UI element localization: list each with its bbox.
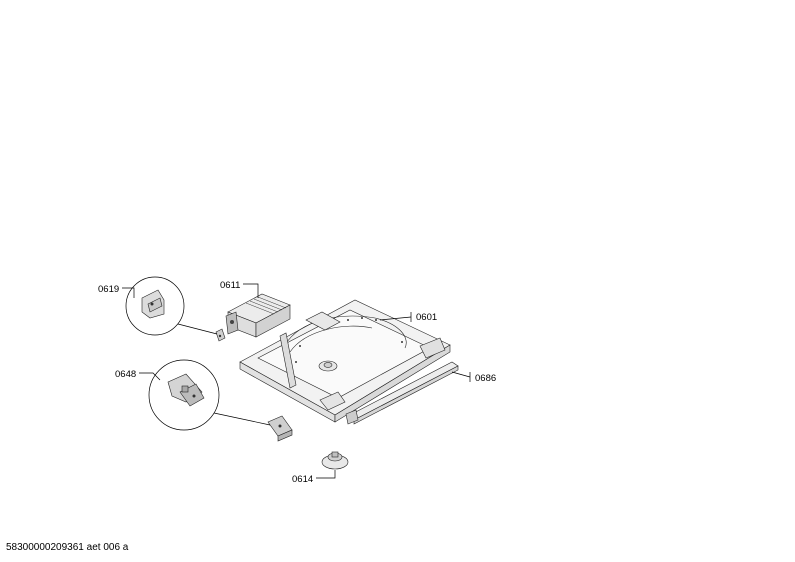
rail-part-0686 [345, 361, 459, 425]
detail-circle-0619 [125, 276, 218, 336]
part-label-0686: 0686 [475, 373, 496, 384]
detail-circle-0648 [148, 359, 271, 431]
document-id: 58300000209361 aet 006 a [6, 542, 129, 553]
switch-part-0648 [267, 415, 293, 442]
clip-part-0619 [215, 328, 226, 342]
part-label-0619: 0619 [98, 284, 119, 295]
leader-lines [122, 283, 471, 479]
part-label-0601: 0601 [416, 312, 437, 323]
base-frame-part-0601 [239, 299, 451, 423]
part-label-0648: 0648 [115, 369, 136, 380]
part-label-0611: 0611 [220, 280, 240, 291]
part-label-0614: 0614 [292, 474, 313, 485]
foot-part-0614 [321, 451, 349, 470]
heater-assembly-part-0611 [225, 293, 291, 338]
